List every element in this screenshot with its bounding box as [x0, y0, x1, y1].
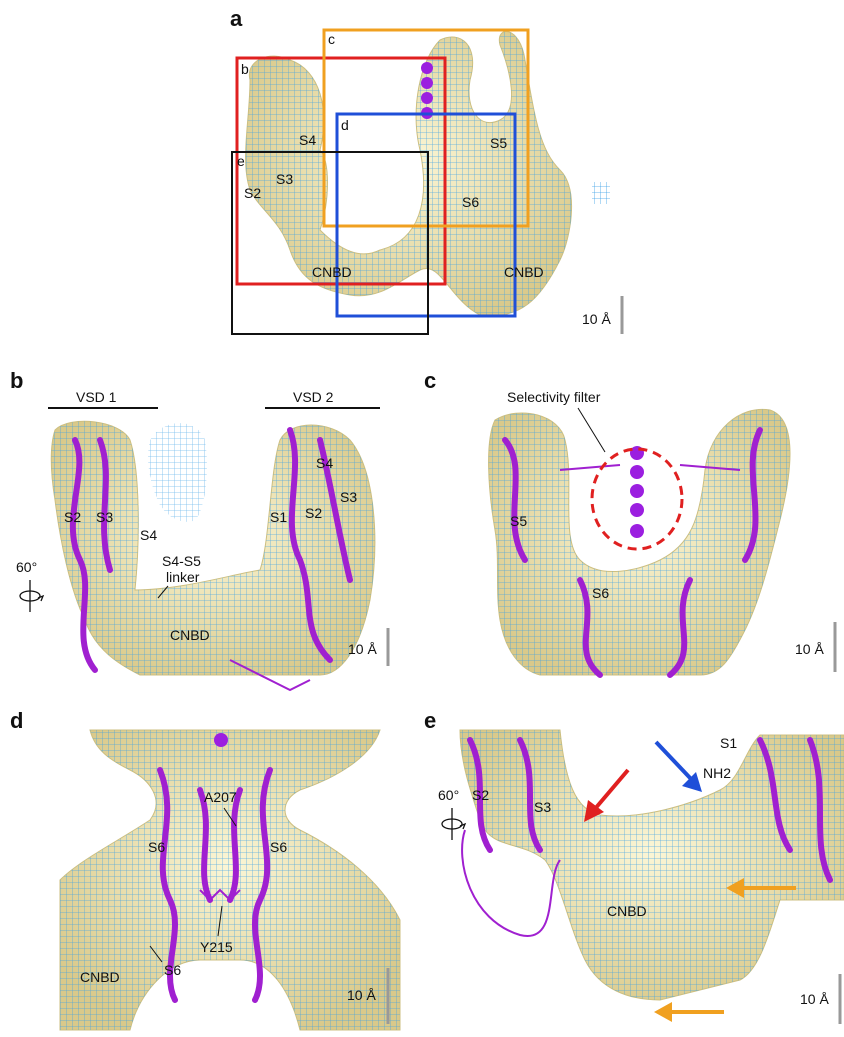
- box-c-letter: c: [328, 31, 335, 47]
- panel-a-label-cnbd-right: CNBD: [504, 264, 544, 280]
- panel-b-letter: b: [10, 368, 23, 394]
- blue-arrow: [656, 742, 702, 792]
- panel-a-scale-label: 10 Å: [582, 311, 611, 327]
- panel-b-rotation-icon: [20, 580, 43, 612]
- panel-b-label-s2: S2: [64, 509, 81, 525]
- panel-b-label-s1: S1: [270, 509, 287, 525]
- vsd2-label: VSD 2: [293, 389, 334, 405]
- panel-b-label-s4-right: S4: [316, 455, 333, 471]
- panel-d-ion: [214, 733, 228, 747]
- panel-e-map: [460, 730, 844, 1000]
- panel-e-label-nh2: NH2: [703, 765, 731, 781]
- panel-e-label-s1: S1: [720, 735, 737, 751]
- panel-b-scale-label: 10 Å: [348, 641, 377, 657]
- panel-e-rotation-icon: [442, 808, 465, 840]
- panel-b-linker-line1: S4-S5: [162, 553, 201, 569]
- panel-b-label-s4-left: S4: [140, 527, 157, 543]
- panel-e-scale-label: 10 Å: [800, 991, 829, 1007]
- panel-d-label-s6-left: S6: [148, 839, 165, 855]
- selectivity-filter-leader: [578, 408, 605, 452]
- orange-arrow-lower: [654, 1002, 724, 1022]
- panel-c-ions: [630, 446, 644, 538]
- panel-d-letter: d: [10, 708, 23, 734]
- panel-a-label-s5: S5: [490, 135, 507, 151]
- panel-d-label-a207: A207: [204, 789, 237, 805]
- panel-c-label-s5: S5: [510, 513, 527, 529]
- panel-e-label-cnbd: CNBD: [607, 903, 647, 919]
- panel-a-label-s2: S2: [244, 185, 261, 201]
- panel-d-map: [60, 730, 400, 1030]
- panel-e-label-s3: S3: [534, 799, 551, 815]
- box-b-letter: b: [241, 61, 249, 77]
- panel-c-scale-label: 10 Å: [795, 641, 824, 657]
- vsd1-label: VSD 1: [76, 389, 117, 405]
- panel-b-rotation-label: 60°: [16, 559, 37, 575]
- panel-c-label-s6: S6: [592, 585, 609, 601]
- panel-b-linker-line2: linker: [166, 569, 200, 585]
- panel-a-label-s4: S4: [299, 132, 316, 148]
- panel-d-label-s6-lower: S6: [164, 962, 181, 978]
- panel-a-label-s3: S3: [276, 171, 293, 187]
- box-d-letter: d: [341, 117, 349, 133]
- panel-a-letter: a: [230, 6, 242, 32]
- panel-d-label-y215: Y215: [200, 939, 233, 955]
- selectivity-filter-label: Selectivity filter: [507, 389, 601, 405]
- panel-b-label-cnbd: CNBD: [170, 627, 210, 643]
- panel-d-scale-label: 10 Å: [347, 987, 376, 1003]
- panel-d-label-cnbd: CNBD: [80, 969, 120, 985]
- panel-d-label-s6-right: S6: [270, 839, 287, 855]
- panel-b-label-s3-right: S3: [340, 489, 357, 505]
- panel-b-label-s3: S3: [96, 509, 113, 525]
- panel-e-letter: e: [424, 708, 436, 734]
- panel-a-label-cnbd-left: CNBD: [312, 264, 352, 280]
- panel-c-letter: c: [424, 368, 436, 394]
- panel-a-label-s6: S6: [462, 194, 479, 210]
- box-e-letter: e: [237, 153, 245, 169]
- panel-b-label-s2-right: S2: [305, 505, 322, 521]
- panel-e-rotation-label: 60°: [438, 787, 459, 803]
- panel-e-label-s2: S2: [472, 787, 489, 803]
- red-arrow: [584, 770, 628, 822]
